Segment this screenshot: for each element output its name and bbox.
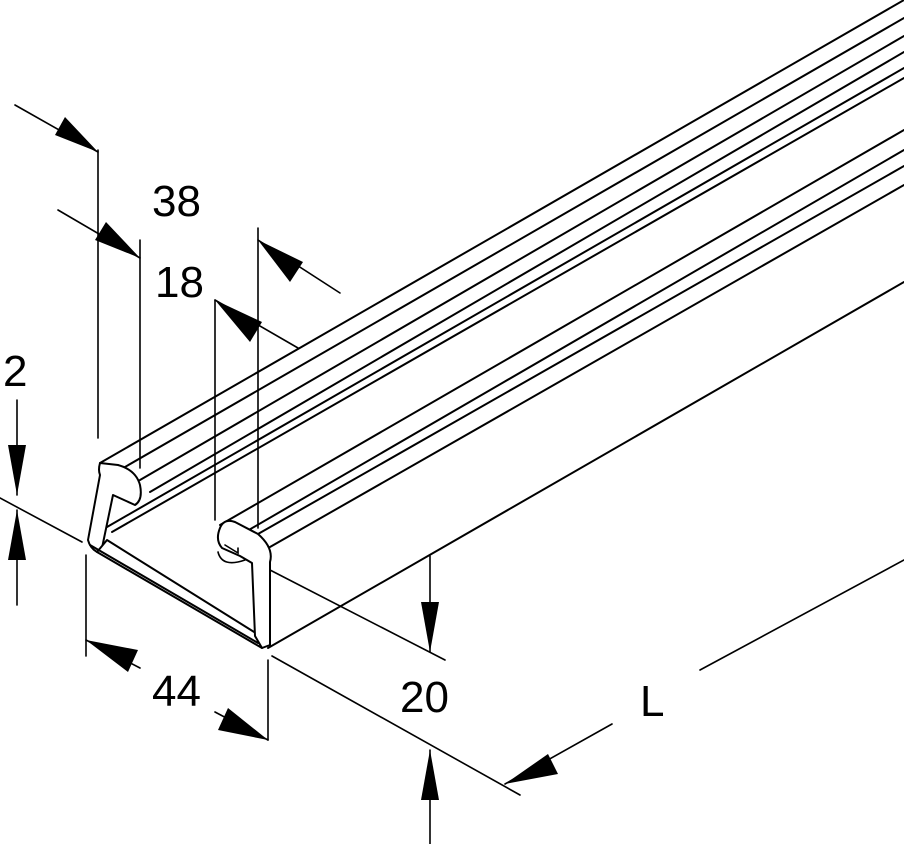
extension-lines (0, 149, 446, 741)
dimension-2-label: 2 (3, 347, 27, 396)
dimension-20 (271, 555, 521, 844)
dimension-44-label: 44 (152, 667, 201, 716)
dimension-38-label: 38 (152, 177, 201, 226)
dimension-44 (85, 639, 269, 741)
dimension-L-label: L (640, 677, 664, 726)
dimension-L (504, 559, 904, 785)
rail-long-edges (99, 0, 904, 649)
dimension-18 (57, 209, 299, 349)
rail-end-profile (87, 462, 272, 649)
dimension-2 (8, 399, 26, 606)
dimension-18-label: 18 (155, 258, 204, 307)
dimension-38 (14, 104, 341, 294)
dimension-20-label: 20 (400, 673, 449, 722)
